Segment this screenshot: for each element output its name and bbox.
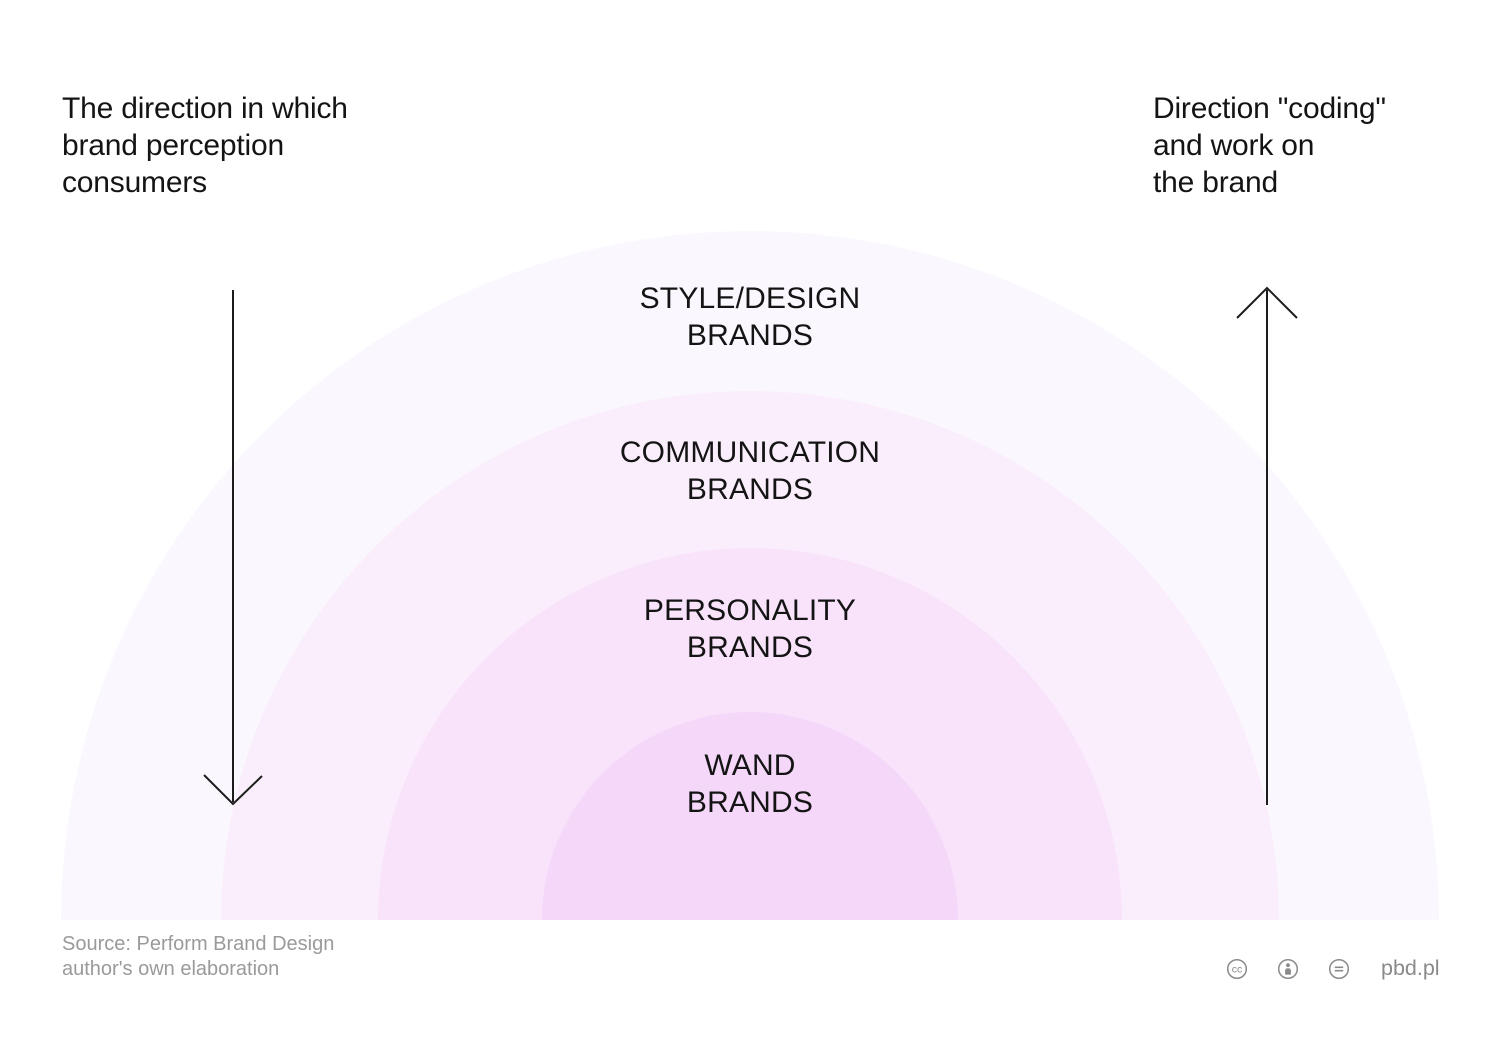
ring-label-line2: BRANDS [686,786,814,819]
creative-commons-icon: cc [1226,958,1248,980]
ring-label-personality: PERSONALITY BRANDS [450,592,1050,666]
left-note: The direction in which brand perception … [62,90,482,201]
ring-label-line2: BRANDS [686,319,814,352]
left-note-line2: brand perception [62,129,284,162]
left-note-line3: consumers [62,166,207,199]
ring-label-wand: WAND BRANDS [450,747,1050,821]
source-note: Source: Perform Brand Design author's ow… [62,932,334,982]
ring-label-line1: STYLE/DESIGN [639,282,861,315]
ring-label-line2: BRANDS [686,631,814,664]
right-note-line2: and work on [1153,129,1315,162]
right-note-line3: the brand [1153,166,1278,199]
source-line2: author's own elaboration [62,958,280,980]
attribution-icon [1277,958,1299,980]
right-note: Direction "coding" and work on the brand [1153,90,1473,201]
left-note-line1: The direction in which [62,92,348,125]
svg-text:cc: cc [1232,964,1243,976]
site-label: pbd.pl [1381,956,1440,980]
no-derivatives-icon [1328,958,1350,980]
ring-label-style-design: STYLE/DESIGN BRANDS [450,280,1050,354]
ring-label-line1: WAND [704,749,796,782]
source-line1: Source: Perform Brand Design [62,933,335,955]
ring-label-communication: COMMUNICATION BRANDS [450,434,1050,508]
rings-area [378,548,1122,920]
ring-label-line1: COMMUNICATION [619,436,881,469]
ring-label-line2: BRANDS [686,473,814,506]
right-note-line1: Direction "coding" [1153,92,1386,125]
ring-label-line1: PERSONALITY [643,594,857,627]
license-icons: cc [1226,958,1350,980]
